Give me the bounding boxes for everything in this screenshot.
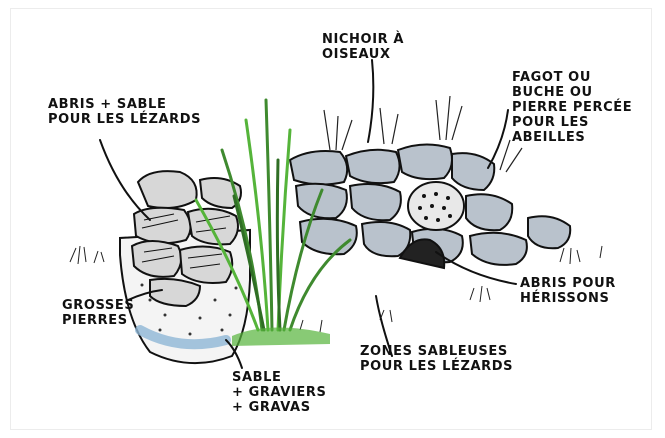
label-fagot-line2: BUCHE OU	[512, 85, 593, 100]
grass-clump	[194, 98, 352, 332]
top-grass	[323, 95, 523, 173]
label-abris-sable-line1: ABRIS + SABLE	[48, 97, 167, 112]
label-fagot-line4: POUR LES	[512, 115, 589, 130]
label-sable-graviers: SABLE + GRAVIERS + GRAVAS	[232, 370, 326, 415]
label-fagot-line3: PIERRE PERCÉE	[512, 100, 633, 115]
label-abris-sable-line2: POUR LES LÉZARDS	[48, 112, 202, 127]
label-grosses-pierres-line2: PIERRES	[62, 313, 128, 328]
label-nichoir: NICHOIR À OISEAUX	[322, 32, 404, 62]
stone-hatching	[141, 213, 231, 269]
pointer-lines	[99, 59, 517, 369]
label-herissons-line1: ABRIS POUR	[520, 276, 616, 291]
label-sable-graviers-line1: SABLE	[232, 370, 282, 385]
label-zones-sableuses-line1: ZONES SABLEUSES	[360, 344, 508, 359]
bee-fagot	[407, 181, 465, 231]
label-abris-sable: ABRIS + SABLE POUR LES LÉZARDS	[48, 97, 201, 127]
label-sable-graviers-line2: + GRAVIERS	[232, 385, 327, 400]
label-fagot: FAGOT OU BUCHE OU PIERRE PERCÉE POUR LES…	[512, 70, 632, 145]
big-stones	[130, 170, 242, 308]
label-herissons-line2: HÉRISSONS	[520, 291, 610, 306]
label-sable-graviers-line3: + GRAVAS	[232, 400, 311, 415]
label-zones-sableuses-line2: POUR LES LÉZARDS	[360, 359, 514, 374]
ground-grass	[69, 245, 603, 333]
label-herissons: ABRIS POUR HÉRISSONS	[520, 276, 616, 306]
label-nichoir-line1: NICHOIR À	[322, 32, 405, 47]
label-zones-sableuses: ZONES SABLEUSES POUR LES LÉZARDS	[360, 344, 513, 374]
label-grosses-pierres: GROSSES PIERRES	[62, 298, 134, 328]
label-fagot-line1: FAGOT OU	[512, 70, 591, 85]
label-grosses-pierres-line1: GROSSES	[62, 298, 135, 313]
hedgehog-shelter	[398, 238, 446, 270]
grass-base-patch	[232, 327, 330, 346]
label-nichoir-line2: OISEAUX	[322, 47, 391, 62]
label-fagot-line5: ABEILLES	[512, 130, 586, 145]
